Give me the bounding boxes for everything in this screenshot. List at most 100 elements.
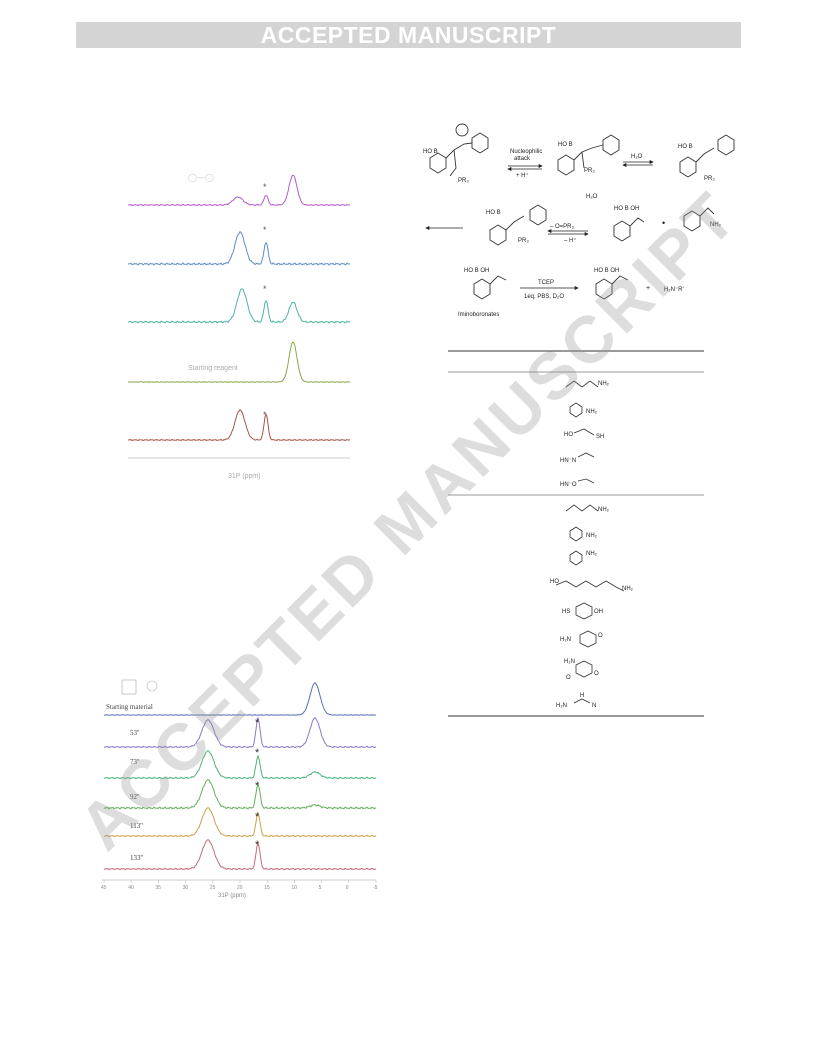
svg-text:•: • xyxy=(662,218,665,228)
trace-label: Starting material xyxy=(106,703,153,711)
x-tick-label: 0 xyxy=(346,885,349,891)
trace-label: 133'' xyxy=(130,854,143,862)
x-tick-label: 35 xyxy=(155,885,161,891)
svg-text:H₂N: H₂N xyxy=(556,703,567,709)
structure-2 xyxy=(557,134,620,176)
spectrum-trace xyxy=(103,806,377,838)
x-axis-label: 31P (ppm) xyxy=(228,473,261,480)
x-tick-label: 10 xyxy=(291,885,297,891)
svg-text:HO B OH: HO B OH xyxy=(614,206,639,212)
svg-text:HO: HO xyxy=(550,579,559,585)
x-tick-label: 20 xyxy=(237,885,243,891)
svg-text:– O=PR₃: – O=PR₃ xyxy=(550,224,575,230)
table-cell: NH₂ xyxy=(598,507,610,513)
svg-text:H₂N: H₂N xyxy=(564,659,575,665)
peak-marker: * xyxy=(263,284,267,294)
peak-marker: * xyxy=(255,839,260,851)
spectrum-trace-5: * xyxy=(127,409,351,442)
svg-text:HO B OH: HO B OH xyxy=(594,268,619,274)
spectrum-trace-1: ◯—◯ * xyxy=(127,173,351,207)
step-label: attack xyxy=(514,156,531,162)
structure-6 xyxy=(473,275,507,300)
x-tick-label: 25 xyxy=(210,885,216,891)
svg-text:PR₃: PR₃ xyxy=(584,168,595,174)
svg-text:1eq. PBS, D₂O: 1eq. PBS, D₂O xyxy=(524,294,564,300)
peak-marker: * xyxy=(263,410,267,420)
table-cell: NH₂ xyxy=(586,533,598,539)
svg-text:NH₂: NH₂ xyxy=(710,222,722,228)
starting-reagent-label: Starting reagent xyxy=(188,365,238,372)
peak-marker: * xyxy=(255,811,260,823)
svg-text:PR₃: PR₃ xyxy=(518,238,529,244)
svg-text:HO B: HO B xyxy=(486,210,501,216)
svg-text:H₂O: H₂O xyxy=(631,154,643,160)
table-cell: HN⁻O xyxy=(560,482,577,488)
x-tick-label: 5 xyxy=(319,885,322,891)
peak-marker: * xyxy=(255,747,260,759)
svg-text:H₂N⁻R': H₂N⁻R' xyxy=(664,287,684,293)
svg-text:HO B: HO B xyxy=(678,144,693,150)
spectrum-trace xyxy=(103,749,377,780)
trace-label: 73'' xyxy=(130,758,140,766)
spectrum-trace xyxy=(103,682,377,716)
x-tick-label: 15 xyxy=(264,885,270,891)
nmr-figure-top: ◯—◯ * * * Starting reagent * 31P (ppm) xyxy=(127,173,351,480)
table-cell: N xyxy=(592,703,596,709)
structure-5 xyxy=(613,207,715,242)
table-cell: NH₂ xyxy=(586,409,598,415)
spectrum-trace-4: Starting reagent xyxy=(127,341,351,383)
svg-text:HO B OH: HO B OH xyxy=(464,268,489,274)
table-cell: NH₂ xyxy=(598,381,610,387)
peak-marker: * xyxy=(263,225,267,235)
svg-text:HO B: HO B xyxy=(558,142,573,148)
svg-text:PR₃: PR₃ xyxy=(458,178,469,184)
structure-1 xyxy=(429,123,489,177)
svg-text:HS: HS xyxy=(562,609,570,615)
x-tick-label: 40 xyxy=(128,885,134,891)
svg-text:– H⁺: – H⁺ xyxy=(564,237,577,244)
peak-marker: * xyxy=(255,780,260,792)
trace-label: 92'' xyxy=(130,793,140,801)
svg-text:HO: HO xyxy=(564,432,573,438)
spectrum-trace-2: * xyxy=(127,225,351,266)
structure-7 xyxy=(595,275,629,300)
spectrum-trace xyxy=(103,838,377,871)
structure-3 xyxy=(679,134,735,178)
svg-text:TCEP: TCEP xyxy=(538,280,554,286)
svg-text:H₂O: H₂O xyxy=(586,194,598,200)
spectrum-trace-3: * xyxy=(127,284,351,324)
starting-material-sketch xyxy=(121,679,158,695)
trace-label: 113'' xyxy=(130,822,143,830)
peak-marker: * xyxy=(263,182,267,192)
nucleophile-table: NH₂ NH₂ HO SH HN⁻N HN⁻O NH₂ NH₂ NH₂ HO N… xyxy=(448,350,704,717)
peak-marker: * xyxy=(255,717,260,729)
svg-text:HO B: HO B xyxy=(423,149,438,155)
svg-text:+: + xyxy=(646,285,650,292)
table-cell: O xyxy=(598,633,603,639)
svg-text:+ H⁺: + H⁺ xyxy=(516,172,529,179)
step-label: Nucleophilic xyxy=(510,149,542,155)
structure-sketch-1: ◯—◯ xyxy=(188,173,214,182)
table-cell: SH xyxy=(596,434,604,440)
table-cell: OH xyxy=(594,609,603,615)
spectrum-trace xyxy=(103,716,377,749)
svg-text:H₂N: H₂N xyxy=(560,637,571,643)
structure-4 xyxy=(489,204,547,246)
table-cell: NH₂ xyxy=(622,586,634,592)
table-cell: HN⁻N xyxy=(560,458,576,464)
x-tick-label: -5 xyxy=(373,885,378,891)
x-axis-ticks: 45 40 35 30 25 20 15 10 5 0 -5 xyxy=(101,880,378,891)
reaction-scheme: HO B PR₃ Nucleophilic attack + H⁺ HO B P… xyxy=(423,123,735,318)
x-tick-label: 45 xyxy=(101,885,107,891)
accepted-manuscript-banner: ACCEPTED MANUSCRIPT xyxy=(76,22,741,48)
svg-text:O: O xyxy=(566,675,571,681)
svg-text:H: H xyxy=(580,693,584,699)
trace-label: 53'' xyxy=(130,729,140,737)
nmr-figure-bottom: Starting material 53'' 73'' 92'' 113'' 1… xyxy=(101,679,378,899)
x-axis-label: 31P (ppm) xyxy=(218,893,246,899)
svg-text:PR₃: PR₃ xyxy=(704,176,715,182)
table-cell: NH₂ xyxy=(586,551,598,557)
x-tick-label: 30 xyxy=(183,885,189,891)
product-label: Iminoboronates xyxy=(458,312,499,318)
table-cell: O xyxy=(594,671,599,677)
